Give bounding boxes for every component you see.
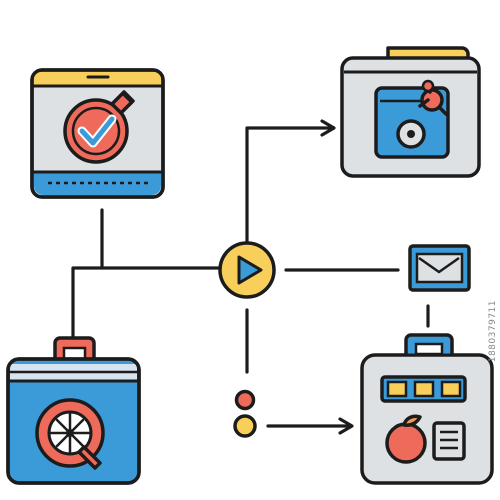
edge-hub-to-folder [245,126,334,247]
mail-node [408,244,471,292]
browser-checkmark-icon [63,90,135,164]
folder-media-icon [374,79,450,159]
play-icon [237,255,263,285]
edge-case-to-hub [71,266,104,342]
briefcase-wheel-icon [35,398,105,470]
browser-window-node [30,68,165,199]
media-folder-node [340,46,481,178]
wheel-case-node [6,336,141,485]
edge-browser-to-hub [100,208,220,270]
edge-dots-to-dashboard-arrowhead [338,417,354,435]
play-hub-node [218,241,276,299]
edge-hub-to-folder-arrowhead [320,119,336,137]
watermark-id: 1880379711 [488,300,498,363]
two-dots-icon [233,389,257,438]
connectors [71,119,430,435]
dashboard-case-node [360,333,494,485]
dashboard-case-body [360,353,494,485]
briefcase-dashboard-icon [380,375,467,464]
